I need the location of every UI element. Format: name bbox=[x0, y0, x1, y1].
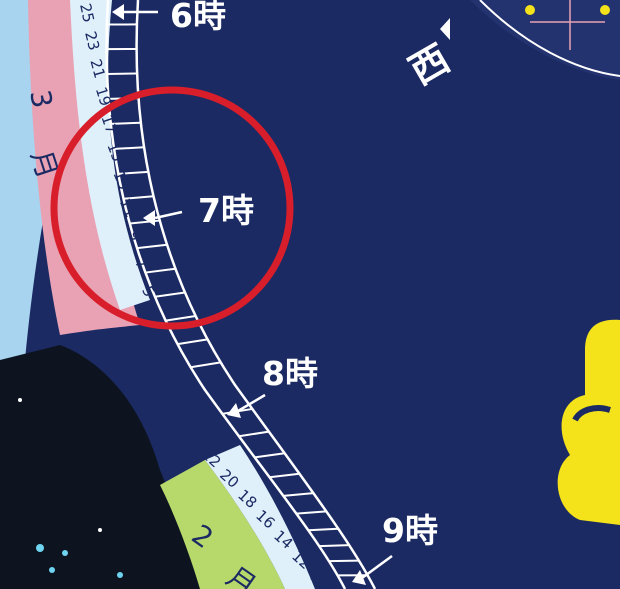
scale-tick bbox=[118, 170, 149, 175]
hour-label: 9時 bbox=[382, 511, 438, 550]
star bbox=[98, 528, 102, 532]
march-day-number: 23 bbox=[81, 29, 103, 52]
star bbox=[117, 572, 123, 578]
feb-band bbox=[160, 460, 285, 589]
star bbox=[36, 544, 44, 552]
scale-tick bbox=[254, 452, 285, 459]
scale-tick bbox=[110, 121, 141, 125]
march-day-number: 13 bbox=[109, 168, 133, 193]
highlight-circle bbox=[50, 86, 294, 330]
hour-arrow-line bbox=[237, 393, 266, 413]
star bbox=[62, 550, 68, 556]
yellow-shape bbox=[557, 319, 620, 525]
star-marker-icon bbox=[525, 5, 535, 15]
scale-tick bbox=[296, 510, 327, 515]
constellation-panel-edge bbox=[479, 0, 620, 77]
star-marker-icon bbox=[600, 5, 610, 15]
hour-arrow-line bbox=[361, 554, 393, 580]
hour-arrow-icon bbox=[112, 4, 124, 20]
scale-tick bbox=[269, 472, 300, 479]
scale-tick bbox=[136, 243, 168, 250]
hour-label: 8時 bbox=[262, 354, 318, 393]
hour-label: 6時 bbox=[170, 0, 226, 35]
hour-arrow-icon bbox=[227, 403, 241, 418]
scale-tick bbox=[283, 492, 314, 497]
scale-tick bbox=[154, 291, 186, 298]
scale-tick bbox=[238, 430, 270, 438]
hour-marker-7: 7時 bbox=[143, 191, 254, 230]
direction-triangle-icon bbox=[440, 18, 450, 40]
march-day-number: 19 bbox=[92, 85, 115, 109]
hour-label: 7時 bbox=[198, 191, 254, 230]
star bbox=[49, 567, 55, 573]
dark-sky-region bbox=[0, 345, 215, 589]
scale-tick bbox=[123, 195, 154, 200]
yellow-shape-cut bbox=[572, 405, 611, 422]
hour-marker-6: 6時 bbox=[112, 0, 226, 35]
scale-tick bbox=[145, 267, 176, 274]
hour-arrow-icon bbox=[143, 210, 155, 226]
scale-tick bbox=[165, 315, 196, 322]
scale-ticks bbox=[106, 23, 368, 577]
scale-tick bbox=[190, 361, 221, 369]
hour-marker-8: 8時 bbox=[227, 354, 318, 418]
march-day-number: 17 bbox=[97, 112, 120, 136]
hour-arrow-line bbox=[154, 210, 183, 220]
march-day-strip bbox=[70, 0, 150, 310]
scale-tick bbox=[177, 338, 208, 346]
scale-tick bbox=[114, 146, 145, 150]
march-day-number: 15 bbox=[103, 140, 127, 164]
march-month-number: 3 bbox=[23, 87, 59, 110]
scale-tick bbox=[319, 544, 350, 548]
march-day-number: 21 bbox=[86, 57, 108, 80]
scale-tick bbox=[308, 527, 339, 532]
march-day-number: 25 bbox=[76, 2, 98, 24]
hour-arrow-icon bbox=[352, 570, 366, 585]
feb-day-strip bbox=[205, 445, 315, 589]
constellation-panel bbox=[470, 0, 620, 80]
star bbox=[18, 398, 22, 402]
hour-marker-9: 9時 bbox=[352, 511, 438, 585]
